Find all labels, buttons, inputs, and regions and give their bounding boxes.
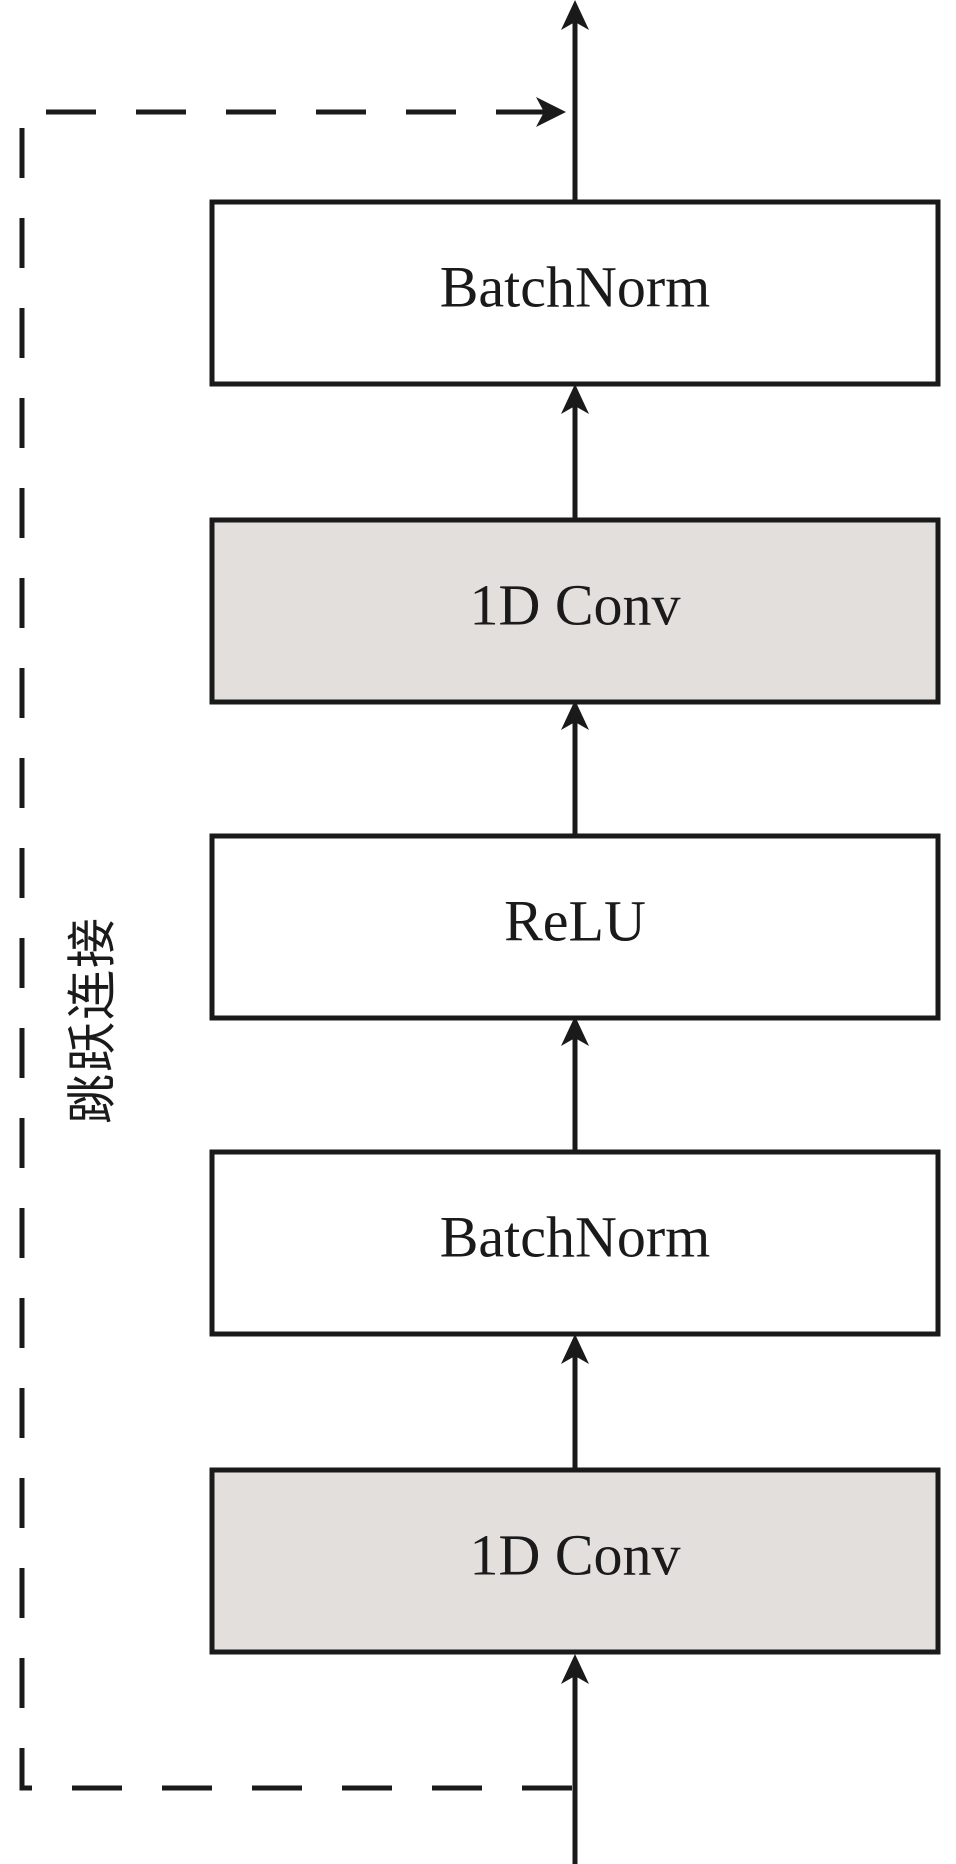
block-conv-bottom: 1D Conv xyxy=(209,1467,941,1655)
input-arrowhead xyxy=(561,1654,589,1684)
skip-connection-path xyxy=(19,109,572,1791)
skip-connection-label: 跳跃连接 xyxy=(64,916,122,1124)
relu-to-conv2-arrowhead xyxy=(561,700,589,730)
conv1-to-bn1-arrowhead xyxy=(561,1334,589,1364)
skip-connection-arrowhead xyxy=(536,97,566,127)
block-relu-label: ReLU xyxy=(504,888,646,953)
output-arrowhead xyxy=(561,0,589,30)
block-conv-bottom-box xyxy=(209,1467,941,1655)
block-conv-top-label: 1D Conv xyxy=(469,572,680,637)
block-batchnorm-bottom-label: BatchNorm xyxy=(440,1204,711,1269)
block-conv-bottom-label: 1D Conv xyxy=(469,1522,680,1587)
block-conv-top-box xyxy=(209,517,941,705)
conv2-to-bn2-arrowhead xyxy=(561,384,589,414)
block-relu-box xyxy=(209,833,941,1021)
skip-connection: 跳跃连接 xyxy=(19,97,572,1791)
block-batchnorm-bottom-box xyxy=(209,1149,941,1337)
block-conv-top: 1D Conv xyxy=(209,517,941,705)
block-batchnorm-bottom: BatchNorm xyxy=(209,1149,941,1337)
bn1-to-relu-arrowhead xyxy=(561,1016,589,1046)
block-batchnorm-top-box xyxy=(209,199,941,387)
block-batchnorm-top: BatchNorm xyxy=(209,199,941,387)
block-batchnorm-top-label: BatchNorm xyxy=(440,254,711,319)
flow-arrows xyxy=(561,0,589,1864)
block-relu: ReLU xyxy=(209,833,941,1021)
